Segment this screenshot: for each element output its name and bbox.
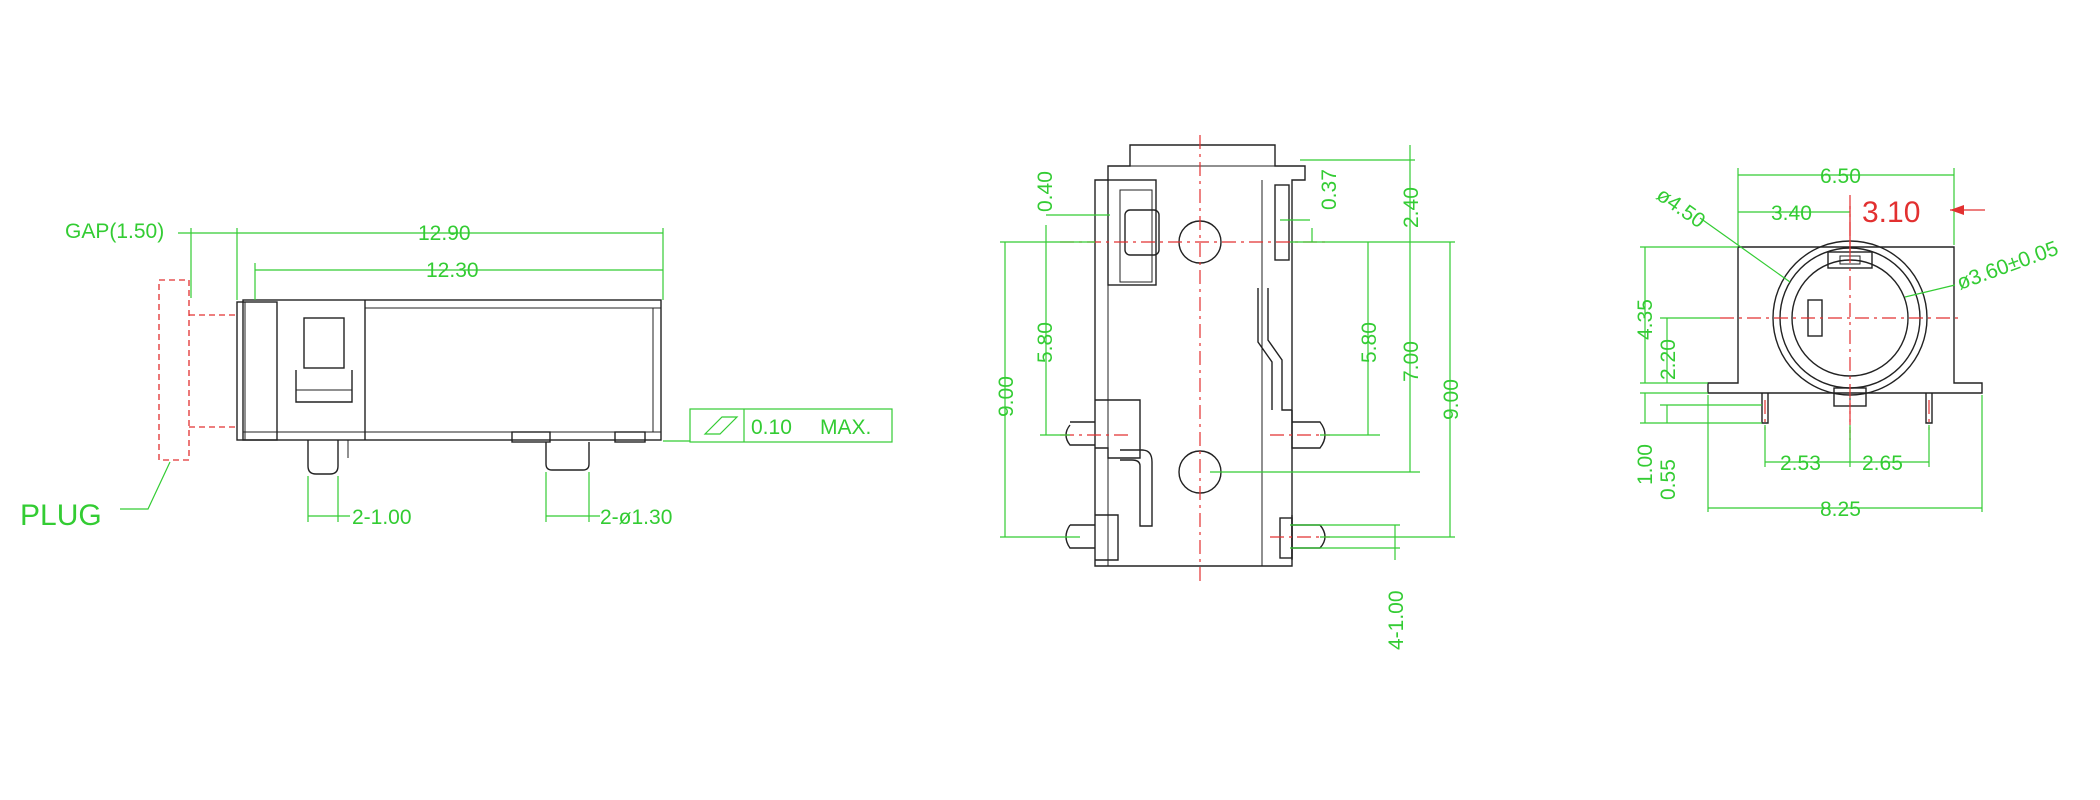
top-dim-580-left-label: 5.80 — [1034, 322, 1057, 363]
front-height-220-label: 2.20 — [1657, 339, 1680, 380]
flatness-suffix: MAX. — [820, 416, 871, 439]
front-height-435-label: 4.35 — [1634, 299, 1657, 340]
front-pitch-253-label: 2.53 — [1780, 452, 1821, 475]
top-pin-width-label: 4-1.00 — [1385, 590, 1408, 650]
side-plug-label: PLUG — [20, 499, 102, 532]
top-latch-right — [1274, 184, 1290, 261]
flatness-frame — [689, 408, 893, 443]
top-spring-contact-right — [1267, 288, 1292, 411]
front-bore-diameter-leader — [1904, 284, 1956, 298]
front-pitch-265-label: 2.65 — [1862, 452, 1903, 475]
front-height-100-label: 1.00 — [1634, 444, 1657, 485]
top-latch-spring — [1124, 209, 1160, 256]
top-dim-040-label: 0.40 — [1034, 171, 1057, 212]
top-pin-right-lower-block — [1279, 517, 1293, 559]
front-width-650-label: 6.50 — [1820, 165, 1861, 188]
side-view: GAP(1.50) 12.90 12.30 PLUG 2-1.00 2-ø1.3… — [20, 220, 893, 532]
front-body-outline — [1707, 246, 1983, 394]
top-latch-left — [1107, 179, 1157, 286]
side-latch-window — [303, 317, 345, 369]
side-overall-length-label: 12.90 — [418, 222, 471, 245]
front-highlight-310-label: 3.10 — [1862, 196, 1920, 229]
front-footprint-825-label: 8.25 — [1820, 498, 1861, 521]
top-dim-240-label: 2.40 — [1400, 187, 1423, 228]
top-pin-left-lower — [1095, 514, 1119, 561]
flatness-symbol-icon — [703, 416, 739, 435]
top-pin-right-upper — [1291, 410, 1326, 449]
top-latch-left-inner — [1119, 189, 1153, 283]
front-bore-diameter-label: ø3.60±0.05 — [1954, 237, 2062, 295]
side-bottom-clip-2 — [614, 431, 646, 443]
front-offset-340-label: 3.40 — [1771, 202, 1812, 225]
front-pin-left — [1761, 393, 1769, 424]
side-body-length-label: 12.30 — [426, 259, 479, 282]
top-dim-900-right-label: 9.00 — [1440, 379, 1463, 420]
side-plug-leader — [120, 461, 171, 510]
front-310-arrow-icon — [1950, 205, 1964, 215]
top-pin-left-upper — [1095, 399, 1141, 459]
side-bottom-clip-1 — [511, 431, 551, 443]
side-latch-frame — [295, 370, 353, 403]
front-outer-diameter-leader — [1699, 217, 1791, 283]
side-post-diameter-label: 2-ø1.30 — [600, 506, 672, 529]
top-spring-contact-left — [1120, 449, 1153, 527]
top-view: 0.40 5.80 9.00 0.37 2.40 5.80 7.00 9.00 … — [995, 135, 1463, 650]
front-outer-diameter-label: ø4.50 — [1652, 183, 1709, 233]
front-height-055-label: 0.55 — [1657, 459, 1680, 500]
flatness-value: 0.10 — [751, 416, 792, 439]
top-spring-contact-right-inner — [1257, 288, 1273, 410]
top-dim-037-label: 0.37 — [1318, 169, 1341, 210]
side-housing — [242, 299, 662, 441]
front-view: 6.50 3.40 3.10 ø4.50 ø3.60±0.05 4.35 2.2… — [1634, 165, 2061, 521]
side-plug-outline — [158, 279, 190, 461]
top-dim-580-right-label: 5.80 — [1358, 322, 1381, 363]
top-dim-700-label: 7.00 — [1400, 341, 1423, 382]
side-tab-width-label: 2-1.00 — [352, 506, 412, 529]
side-solder-tab — [307, 440, 339, 475]
top-pin-left-lower-tip — [1065, 524, 1095, 549]
top-pin-left-upper-tip — [1065, 424, 1095, 446]
side-front-flange — [236, 301, 278, 441]
side-gap-label: GAP(1.50) — [65, 220, 164, 243]
top-dim-900-left-label: 9.00 — [995, 376, 1018, 417]
side-locating-post — [545, 442, 590, 471]
front-pin-right — [1925, 393, 1933, 424]
